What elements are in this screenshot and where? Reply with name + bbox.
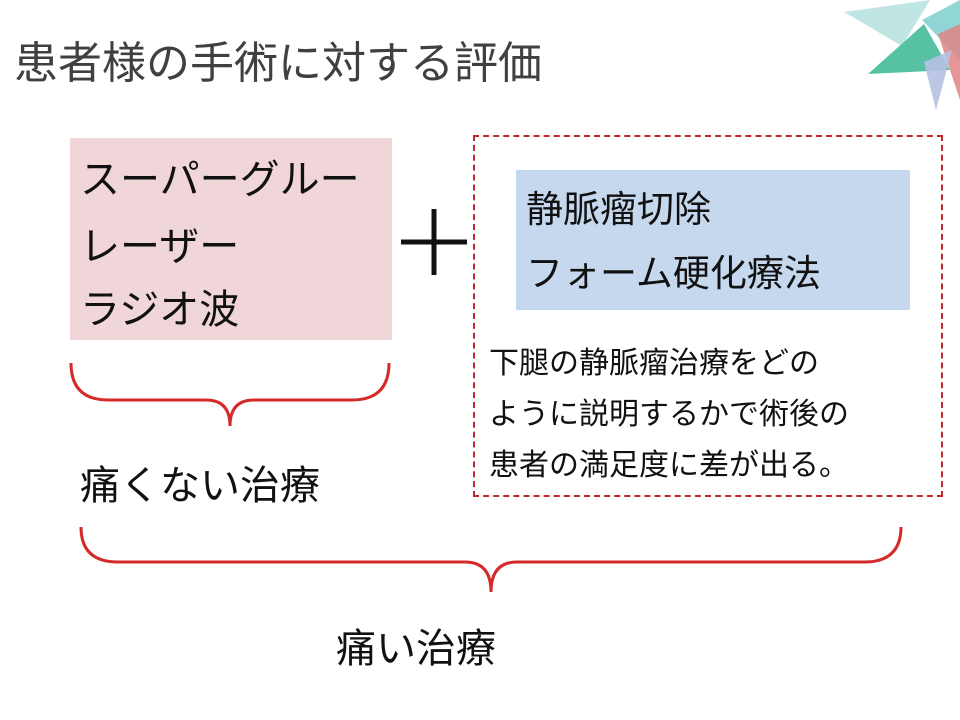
slide-title: 患者様の手術に対する評価 bbox=[14, 38, 542, 89]
note-line-1: 下腿の静脈瘤治療をどの bbox=[489, 346, 819, 381]
option-phlebectomy: 静脈瘤切除 bbox=[526, 188, 711, 231]
option-radiofrequency: ラジオ波 bbox=[80, 287, 240, 333]
option-laser: レーザー bbox=[80, 224, 240, 270]
painful-label: 痛い治療 bbox=[336, 626, 496, 672]
option-foam-sclerotherapy: フォーム硬化療法 bbox=[526, 252, 821, 295]
plus-icon bbox=[401, 209, 467, 275]
surgical-options-box: 静脈瘤切除 フォーム硬化療法 bbox=[516, 170, 910, 310]
painless-label: 痛くない治療 bbox=[80, 463, 320, 509]
option-superglue: スーパーグルー bbox=[80, 157, 360, 203]
painless-options-box: スーパーグルー レーザー ラジオ波 bbox=[70, 138, 392, 340]
corner-decoration bbox=[844, 0, 960, 110]
note-line-2: ように説明するかで術後の bbox=[489, 397, 849, 432]
large-brace bbox=[79, 526, 903, 593]
surgery-note-frame bbox=[473, 135, 943, 497]
note-line-3: 患者の満足度に差が出る。 bbox=[489, 448, 849, 483]
small-brace bbox=[69, 362, 391, 427]
